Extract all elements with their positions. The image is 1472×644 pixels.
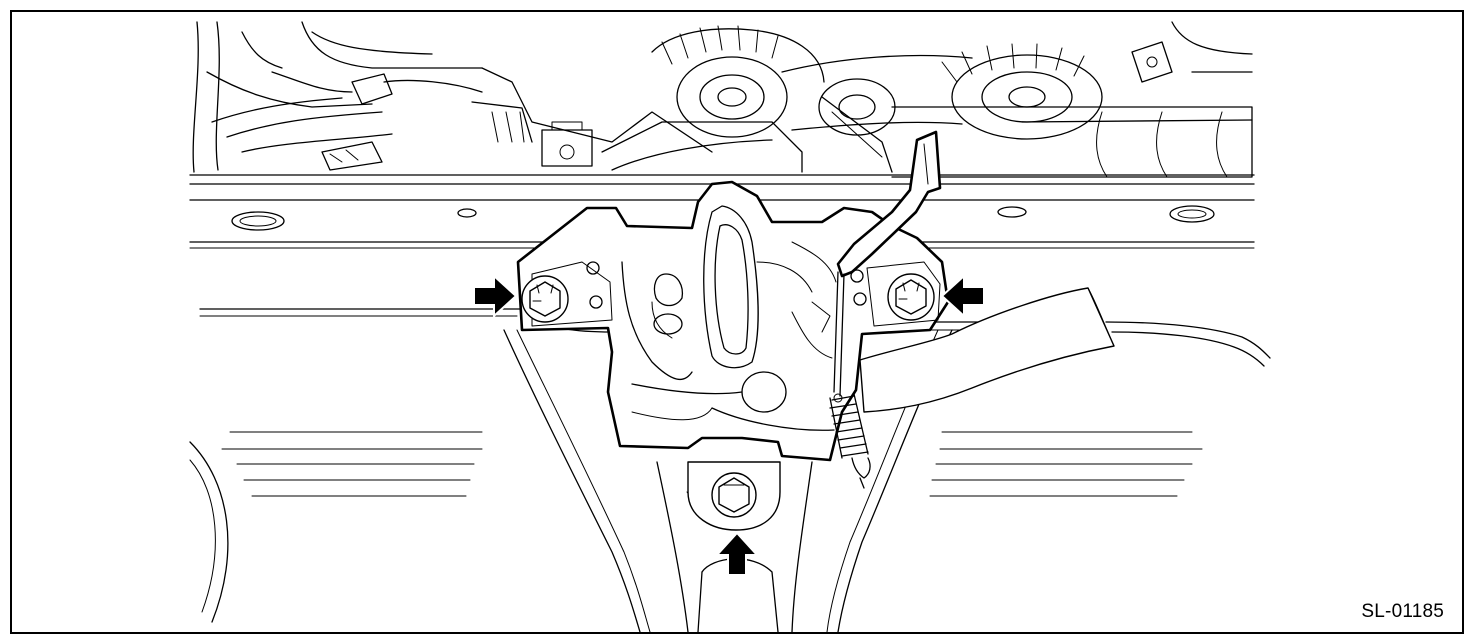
hood-latch-illustration [189,21,1271,632]
hood-release-cable [859,287,1271,413]
arrow-icon [473,273,518,319]
bolt-icon [887,273,935,321]
engine-bay-background [192,21,1253,178]
bolt-icon [711,472,757,518]
bolt-icon [521,275,569,323]
figure-frame: SL-01185 [10,10,1464,634]
arrow-icon [714,531,760,576]
arrow-icon [940,273,985,319]
figure-id-label: SL-01185 [1361,601,1444,622]
hood-latch [516,130,950,489]
